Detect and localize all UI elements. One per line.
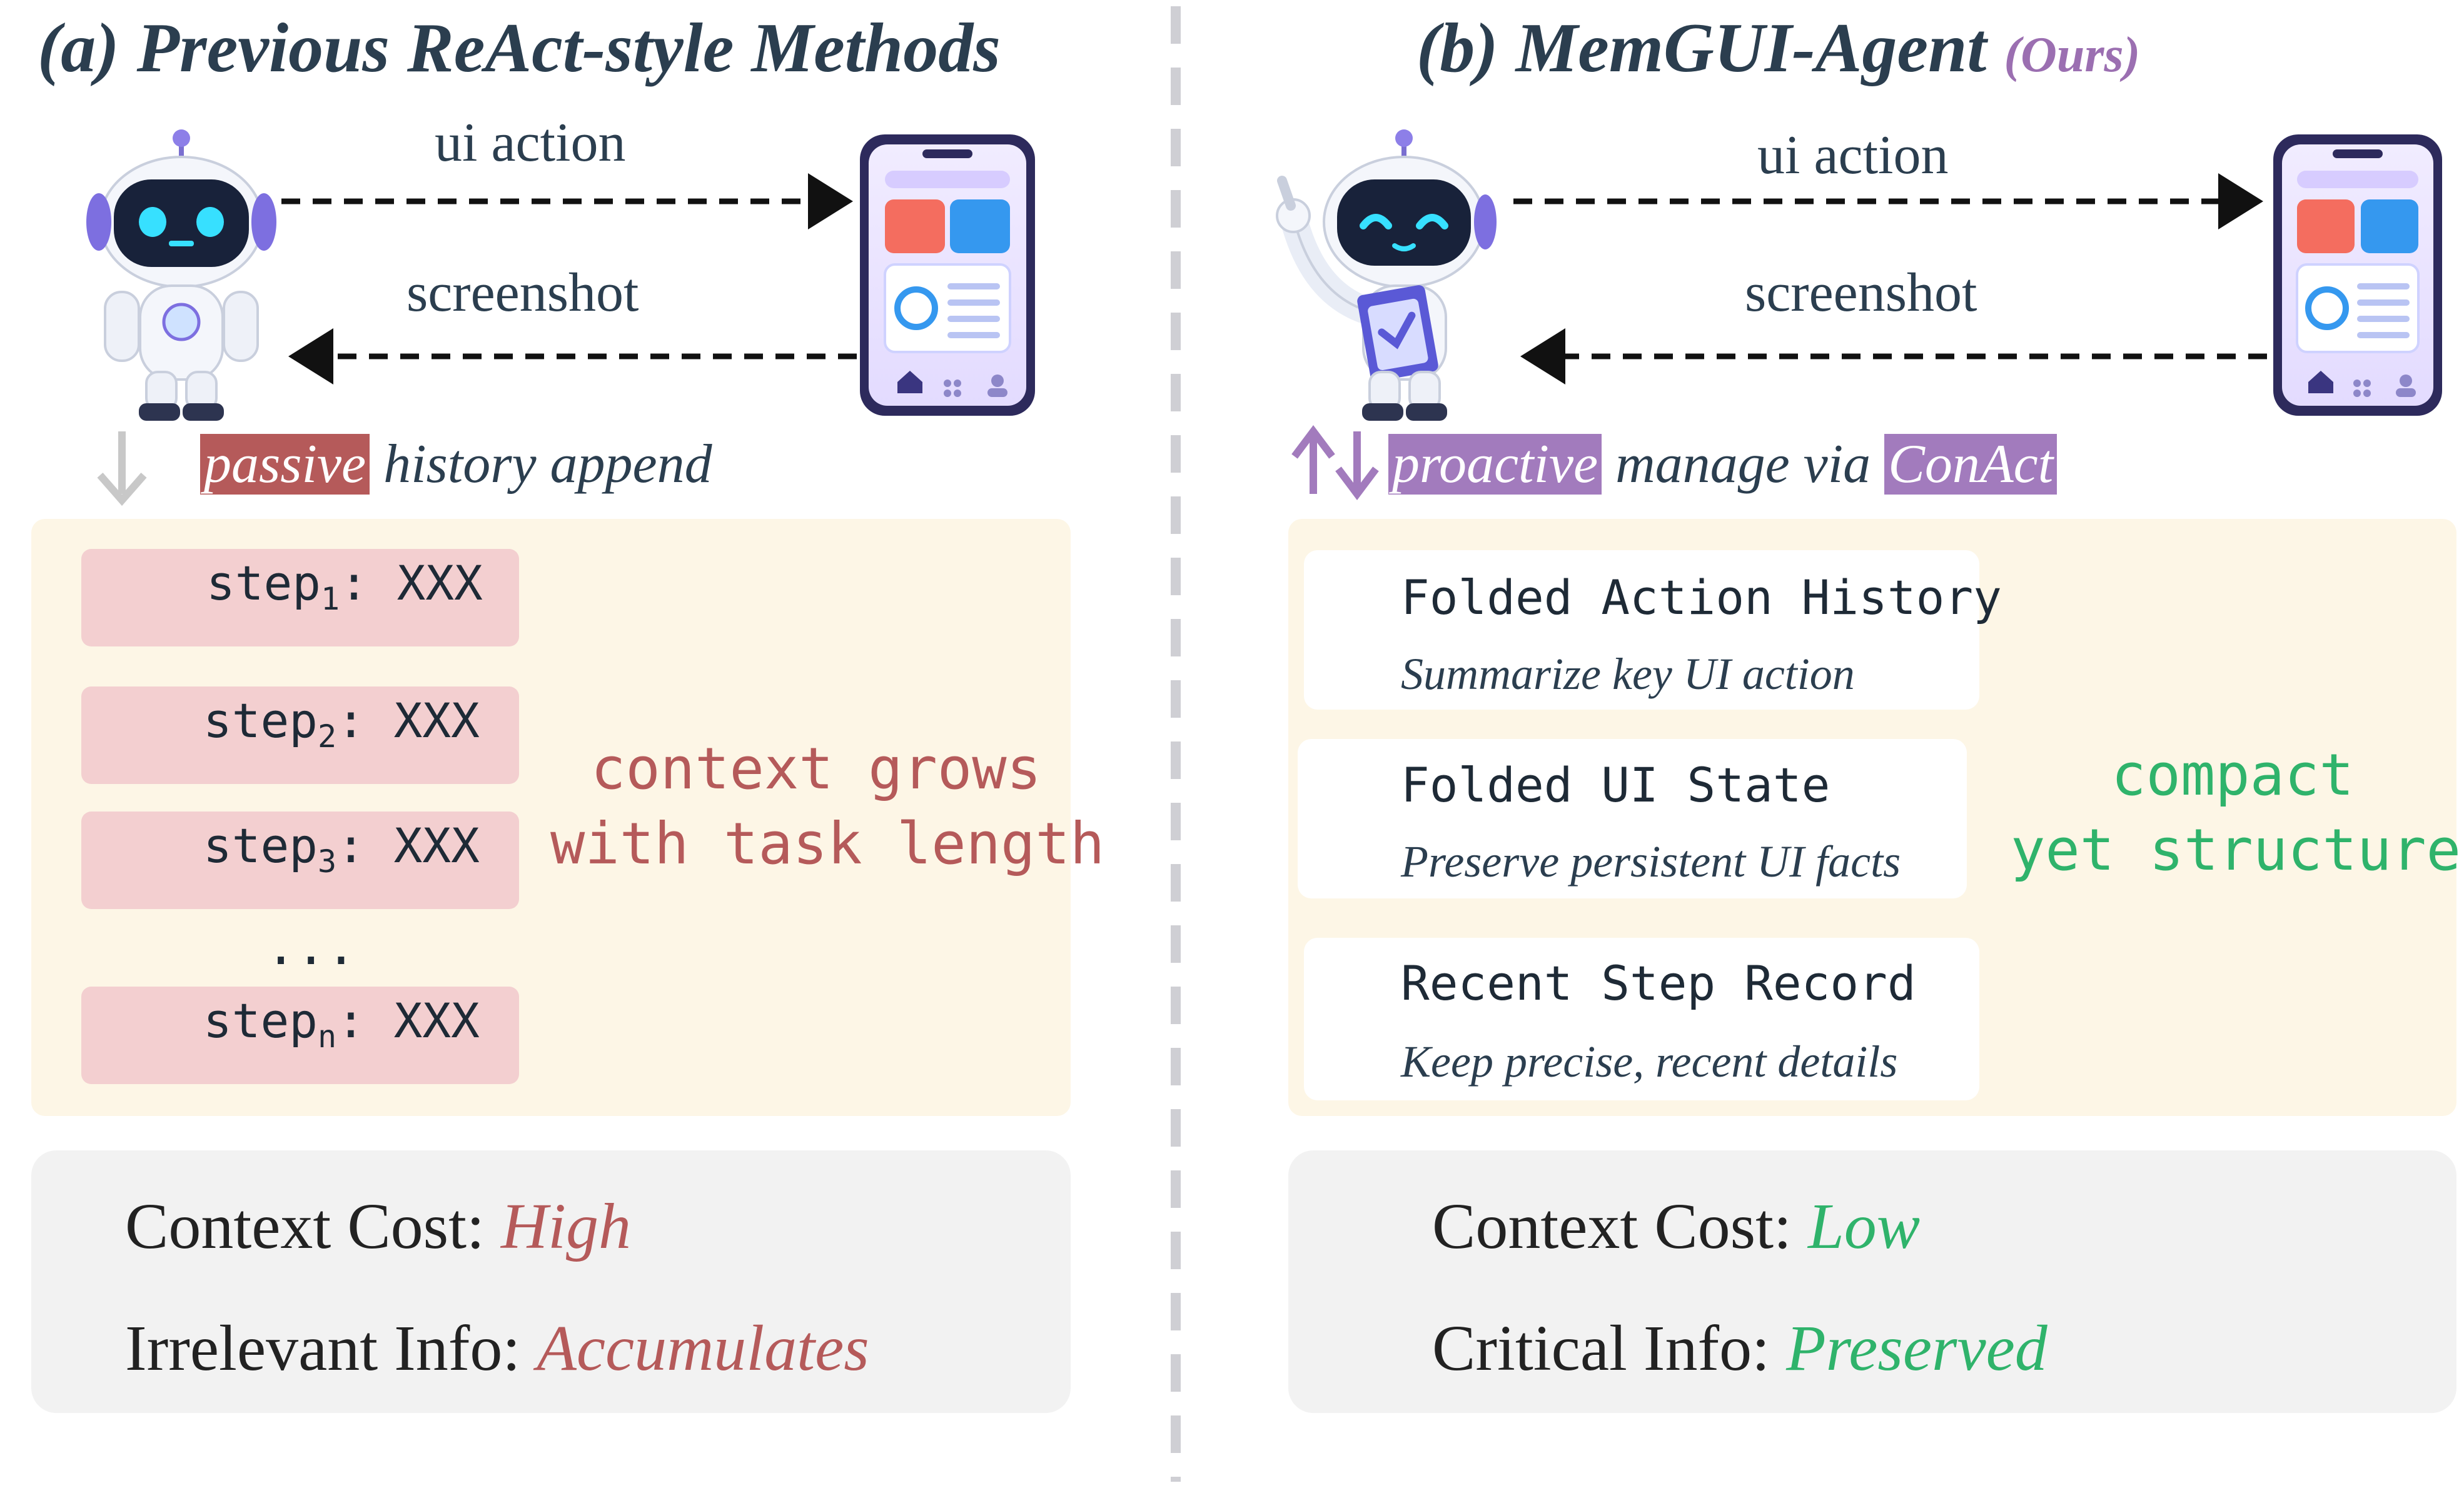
left-summary-box (31, 1150, 1071, 1413)
right-mode-middle: manage via (1615, 434, 1871, 495)
conact-highlight: ConAct (1884, 434, 2058, 495)
card-title: Folded Action History (1401, 570, 2002, 625)
step-row (81, 549, 519, 646)
robot-icon (1276, 129, 1497, 421)
folded-ui-state-card (1298, 739, 1967, 898)
left-screenshot-label: screenshot (406, 263, 639, 323)
right-screenshot-label: screenshot (1745, 263, 1977, 323)
left-mode-rest: history append (383, 434, 712, 495)
phone-icon (2273, 134, 2442, 416)
card-subtitle: Summarize key UI action (1401, 649, 1855, 699)
compact-note: compact yet structured (2011, 741, 2464, 883)
right-context-cost: Context Cost: Low (1432, 1190, 1921, 1262)
right-mode-line: proactive manage via ConAct (1388, 433, 2058, 496)
right-title: (b) MemGUI-Agent (Ours) (1416, 9, 2141, 87)
step-label: step2: XXX (203, 693, 480, 755)
step-row (81, 987, 519, 1084)
step-row (81, 812, 519, 909)
card-subtitle: Preserve persistent UI facts (1401, 837, 1901, 887)
right-summary-box (1288, 1150, 2456, 1413)
step-label: step1: XXX (206, 555, 483, 618)
right-critical-info: Critical Info: Preserved (1432, 1312, 2047, 1384)
step-row (81, 686, 519, 784)
robot-icon (86, 129, 276, 421)
right-ui-action-label: ui action (1757, 125, 1949, 186)
context-grows-note: context grows with task length (550, 735, 1105, 877)
step-label: step3: XXX (203, 818, 480, 880)
passive-highlight: passive (200, 434, 370, 495)
left-context-cost: Context Cost: High (125, 1190, 631, 1262)
recent-step-record-card (1304, 938, 1979, 1100)
card-subtitle: Keep precise, recent details (1401, 1037, 1898, 1087)
left-title: (a) Previous ReAct-style Methods (38, 9, 1001, 87)
phone-icon (860, 134, 1035, 416)
up-down-arrows-icon (1291, 425, 1379, 500)
left-mode-line: passive history append (200, 433, 712, 496)
left-ui-action-label: ui action (435, 113, 626, 173)
card-title: Folded UI State (1401, 757, 1830, 813)
down-arrow-icon (97, 431, 147, 506)
step-ellipsis: ... (266, 918, 356, 976)
step-label: stepn: XXX (203, 993, 480, 1055)
left-irrelevant-info: Irrelevant Info: Accumulates (125, 1312, 869, 1384)
card-title: Recent Step Record (1401, 955, 1916, 1011)
folded-action-history-card (1304, 550, 1979, 710)
proactive-highlight: proactive (1388, 434, 1602, 495)
